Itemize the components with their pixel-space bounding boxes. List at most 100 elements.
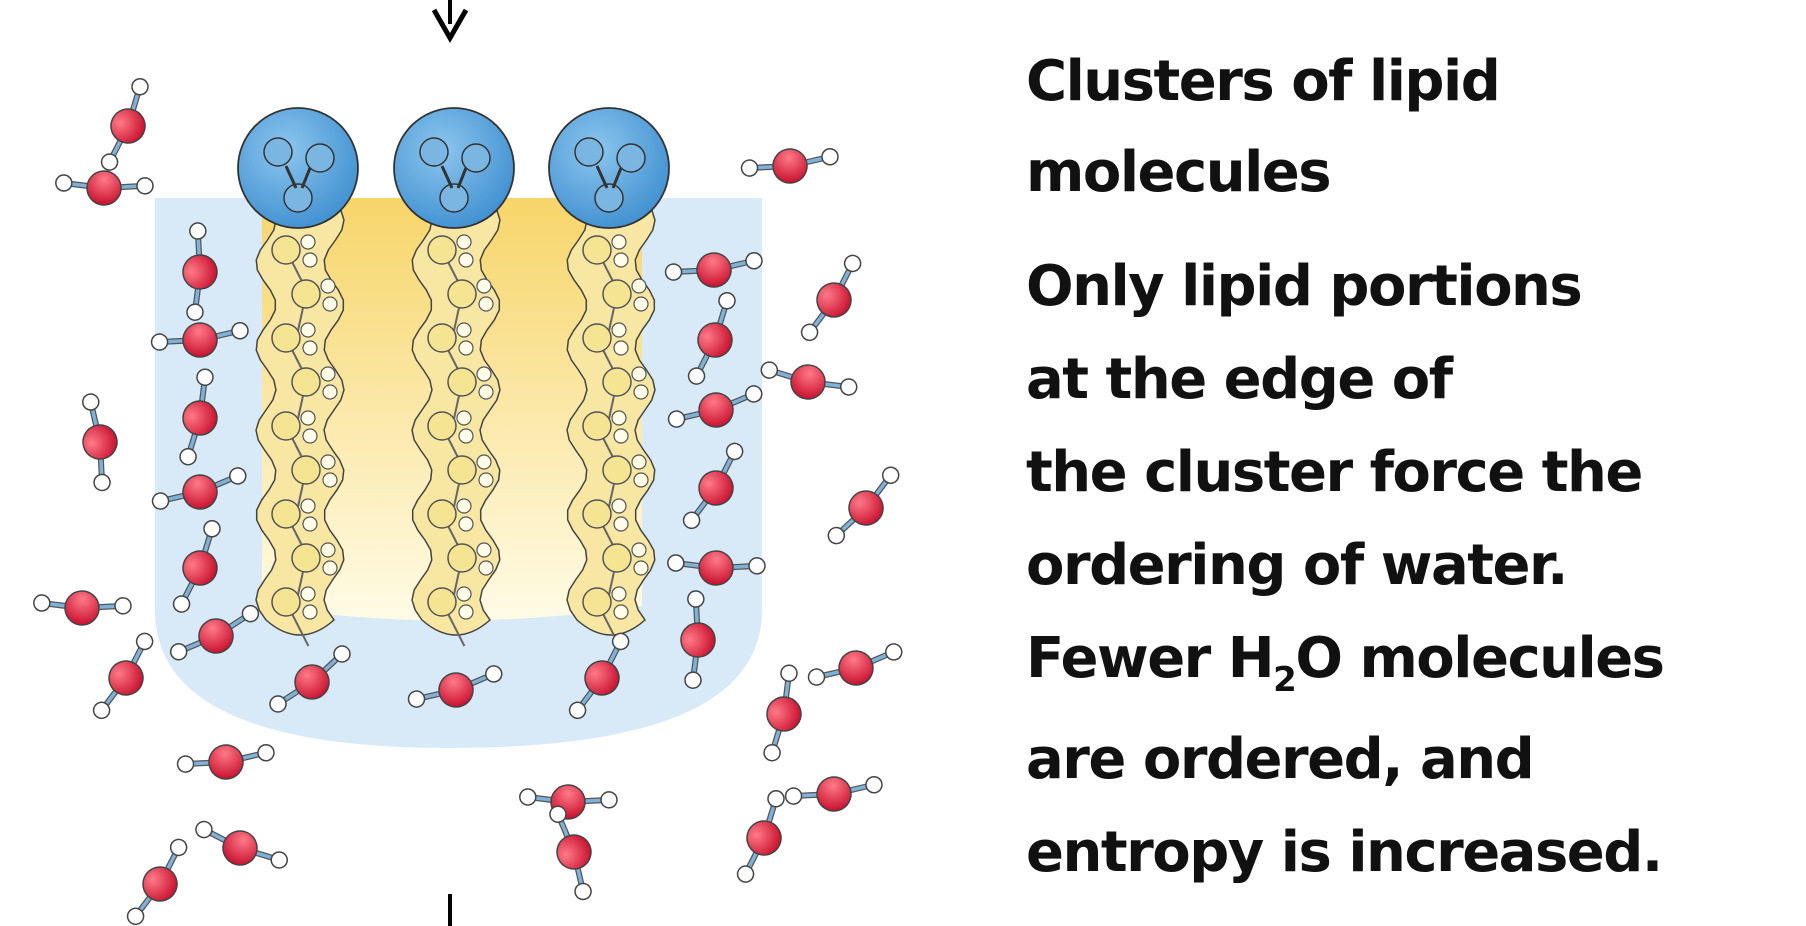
- oxygen-atom: [696, 252, 732, 288]
- lipid-molecule: [237, 107, 359, 647]
- hydrogen-atom: [456, 586, 472, 602]
- water-molecule: [172, 520, 221, 613]
- hydrogen-atom: [633, 472, 649, 488]
- hydrogen-atom: [633, 560, 649, 576]
- hydrogen-atom: [821, 148, 839, 166]
- oxygen-atom: [82, 424, 118, 460]
- water-molecule: [760, 361, 858, 400]
- water-molecule: [407, 665, 503, 708]
- hydrogen-atom: [745, 252, 763, 270]
- water-molecule: [568, 632, 630, 720]
- hydrogen-atom: [725, 442, 744, 461]
- carbon-atom: [602, 279, 632, 309]
- hydrogen-atom: [839, 378, 858, 396]
- hydrogen-atom: [55, 174, 73, 192]
- caption: Clusters of lipid molecules Only lipid p…: [1026, 36, 1796, 899]
- hydrogen-atom: [476, 278, 492, 294]
- carbon-atom: [582, 323, 612, 353]
- hydrogen-atom: [611, 586, 627, 602]
- hydrogen-atom: [302, 428, 318, 444]
- carbon-atom: [602, 367, 632, 397]
- hydrogen-atom: [322, 560, 338, 576]
- hydrogen-atom: [322, 472, 338, 488]
- hydrogen-atom: [126, 907, 145, 926]
- hydrogen-atom: [131, 78, 149, 96]
- oxygen-atom: [697, 322, 733, 358]
- hydrogen-atom: [300, 410, 316, 426]
- hydrogen-atom: [478, 296, 494, 312]
- hydrogen-atom: [257, 744, 275, 762]
- hydrogen-atom: [745, 385, 763, 403]
- hydrogen-atom: [760, 361, 779, 379]
- formula-subscript: 2: [1273, 660, 1297, 700]
- oxygen-atom: [110, 108, 146, 144]
- oxygen-atom: [182, 322, 218, 358]
- hydrogen-atom: [241, 604, 260, 623]
- carbon-atom: [602, 455, 632, 485]
- hydrogen-atom: [574, 882, 592, 901]
- oxygen-atom: [208, 744, 244, 780]
- carbon-atom: [582, 411, 612, 441]
- hydrogen-atom: [458, 252, 474, 268]
- caption-title-line: molecules: [1026, 140, 1332, 205]
- hydrogen-atom: [176, 755, 195, 773]
- hydrogen-atom: [827, 526, 846, 545]
- water-molecule: [151, 467, 247, 510]
- hydrogen-atom: [763, 743, 781, 762]
- hydrogen-atom: [269, 695, 287, 713]
- water-molecule: [195, 820, 288, 869]
- oxygen-atom: [698, 550, 734, 586]
- carbon-atom: [447, 543, 477, 573]
- hydrogen-atom: [186, 303, 204, 321]
- hydrogen-atom: [270, 851, 288, 869]
- lipid-molecule: [548, 107, 670, 647]
- hydrogen-atom: [767, 790, 785, 808]
- caption-body-line: entropy is increased.: [1026, 820, 1663, 885]
- hydrogen-atom: [478, 384, 494, 400]
- hydrogen-atom: [631, 542, 647, 558]
- oxygen-atom: [294, 664, 330, 700]
- hydrogen-atom: [169, 643, 188, 661]
- hydrogen-atom: [687, 367, 706, 385]
- hydrogen-atom: [300, 498, 316, 514]
- hydrogen-atom: [881, 466, 900, 484]
- hydrogen-atom: [478, 472, 494, 488]
- water-molecule: [150, 322, 249, 358]
- carbon-atom: [291, 543, 321, 573]
- hydrogen-atom: [189, 222, 207, 240]
- oxygen-atom: [556, 834, 592, 870]
- hydrogen-atom: [322, 384, 338, 400]
- hydrogen-atom: [179, 447, 197, 466]
- caption-body-line: are ordered, and: [1026, 727, 1535, 792]
- carbon-atom: [447, 367, 477, 397]
- carbon-atom: [271, 587, 301, 617]
- hydrogen-atom: [736, 865, 755, 883]
- hydrogen-atom: [300, 586, 316, 602]
- oxygen-atom: [746, 820, 782, 856]
- water-molecule: [126, 838, 188, 926]
- lipid-molecules: [237, 107, 670, 647]
- oxygen-atom: [108, 660, 144, 696]
- hydrogen-atom: [549, 805, 567, 823]
- hydrogen-atom: [203, 520, 221, 538]
- water-molecule: [667, 385, 763, 428]
- hydrogen-atom: [82, 393, 100, 411]
- hydrogen-atom: [151, 492, 170, 510]
- carbon-atom: [291, 279, 321, 309]
- hydrogen-atom: [519, 788, 537, 806]
- carbon-atom: [427, 411, 457, 441]
- hydrogen-atom: [135, 632, 154, 651]
- carbon-atom: [602, 543, 632, 573]
- hydrogen-atom: [613, 252, 629, 268]
- hydrogen-atom: [169, 838, 188, 857]
- caption-body: Only lipid portions at the edge of the c…: [1026, 240, 1796, 899]
- water-molecule: [549, 805, 592, 901]
- hydrogen-atom: [885, 643, 903, 661]
- carbon-atom: [447, 455, 477, 485]
- oxygen-atom: [64, 590, 100, 626]
- hydrogen-atom: [631, 454, 647, 470]
- water-molecule: [740, 148, 839, 184]
- hydrogen-atom: [458, 604, 474, 620]
- hydrogen-atom: [667, 554, 685, 572]
- oxygen-atom: [438, 672, 474, 708]
